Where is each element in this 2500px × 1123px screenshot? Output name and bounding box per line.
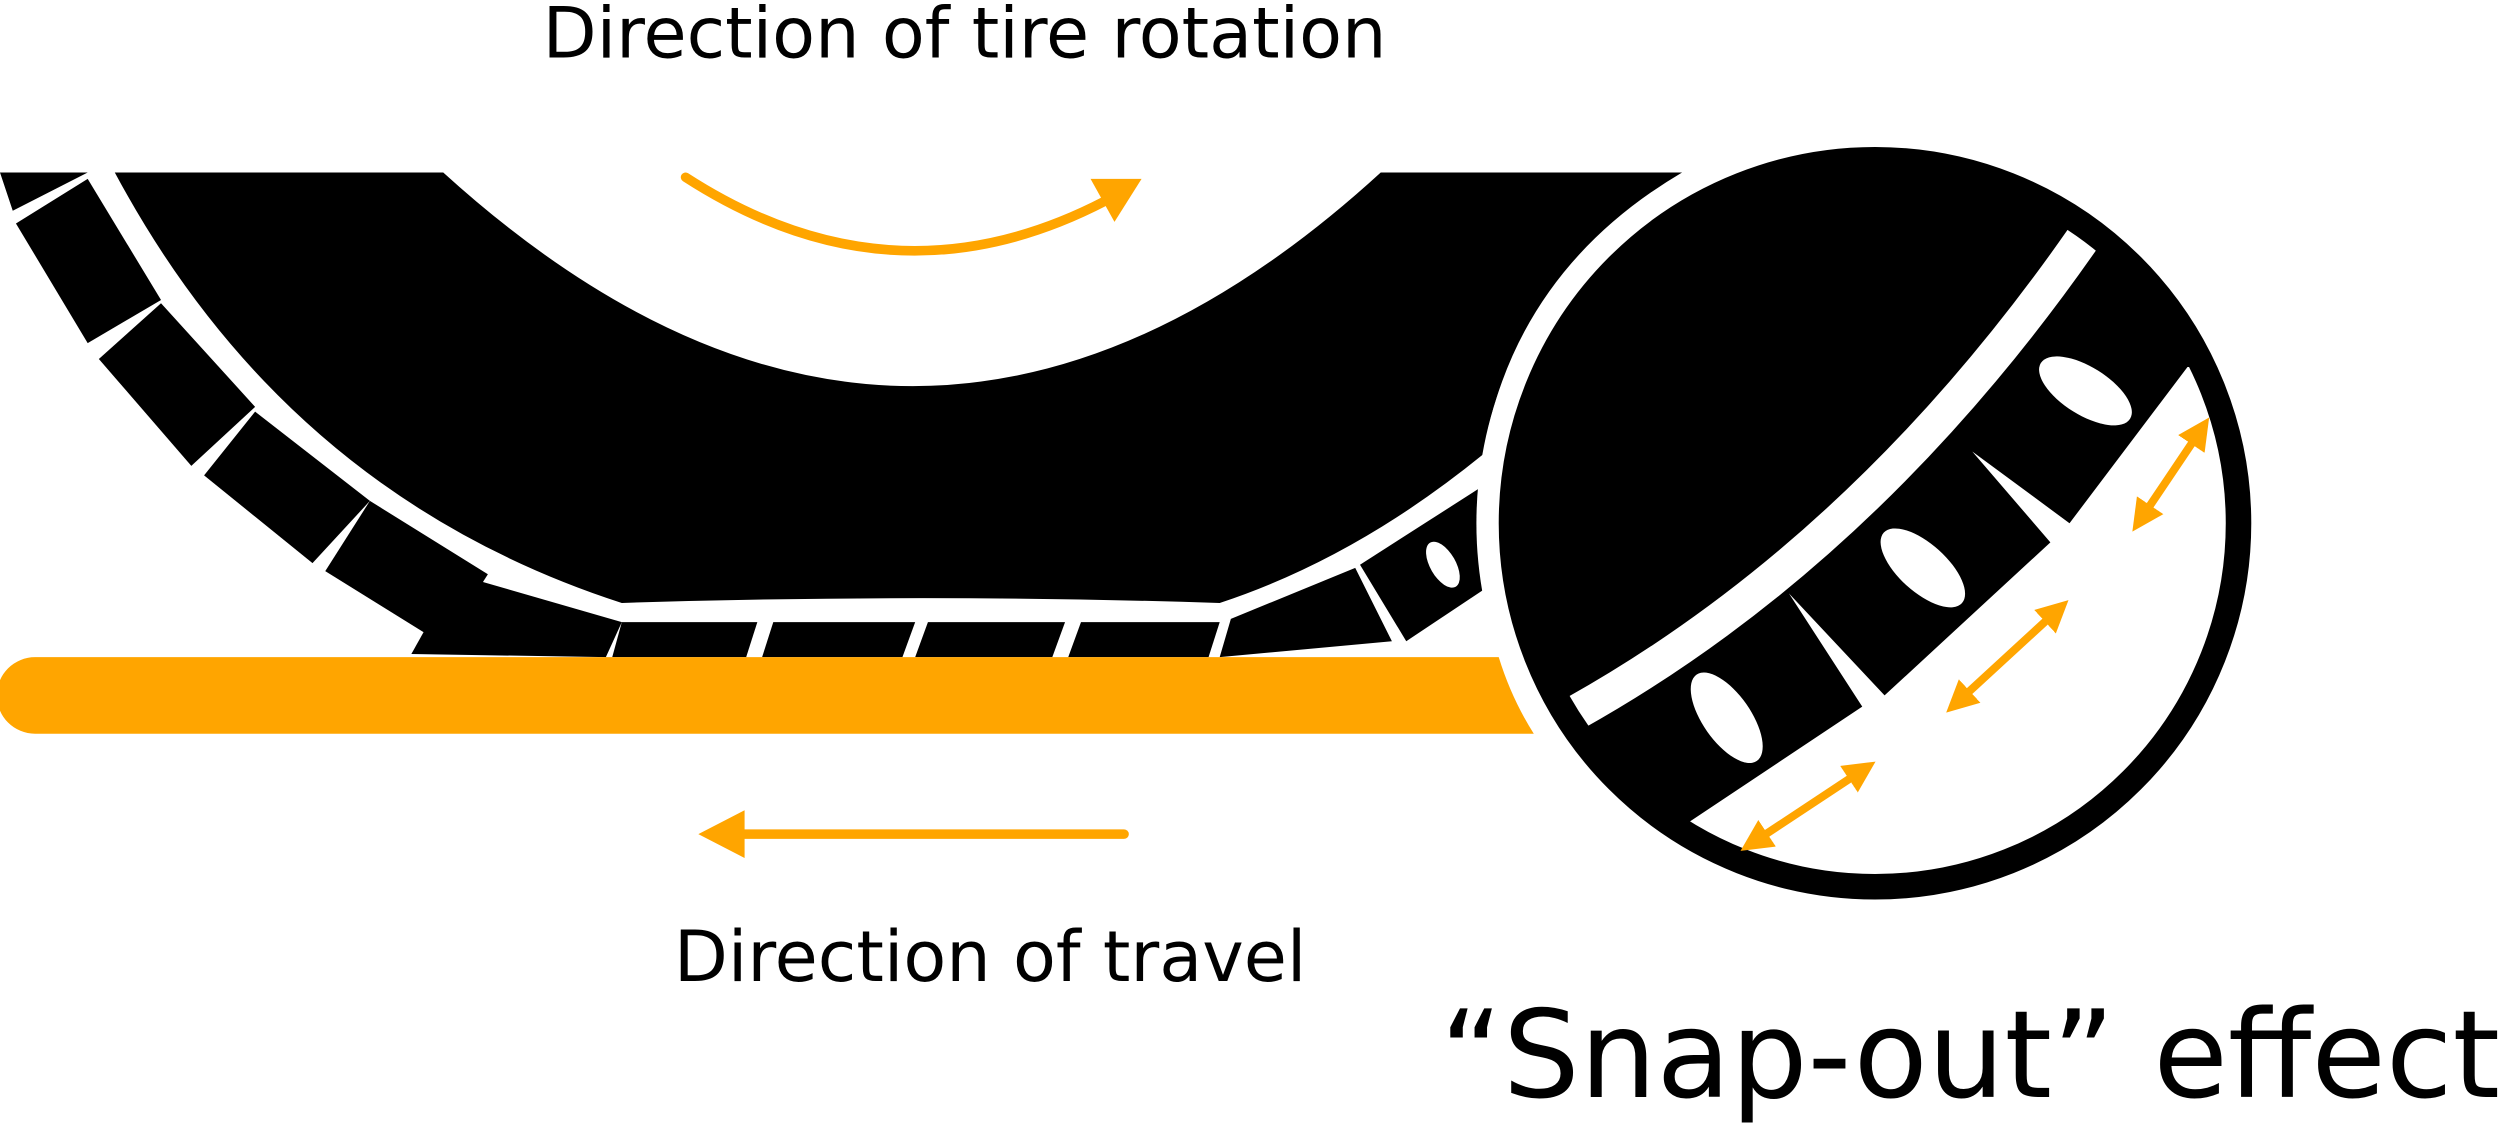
tire-carcass — [114, 172, 1683, 603]
tire-section — [0, 172, 1683, 658]
tread-void — [1426, 541, 1460, 588]
rotation-arrow-icon — [680, 172, 1142, 256]
travel-arrow-icon — [698, 810, 1129, 859]
zoom-inset — [1476, 124, 2274, 922]
travel-label: Direction of travel — [674, 916, 1307, 998]
double-headed-arrow-icon — [1740, 417, 2210, 851]
rotation-label: Direction of tire rotation — [543, 0, 1387, 75]
tread-blocks — [0, 172, 1483, 658]
road-surface — [0, 657, 1534, 734]
snap-out-label: “Snap-out” effect — [1440, 985, 2500, 1123]
belt-gap — [1566, 229, 2097, 729]
